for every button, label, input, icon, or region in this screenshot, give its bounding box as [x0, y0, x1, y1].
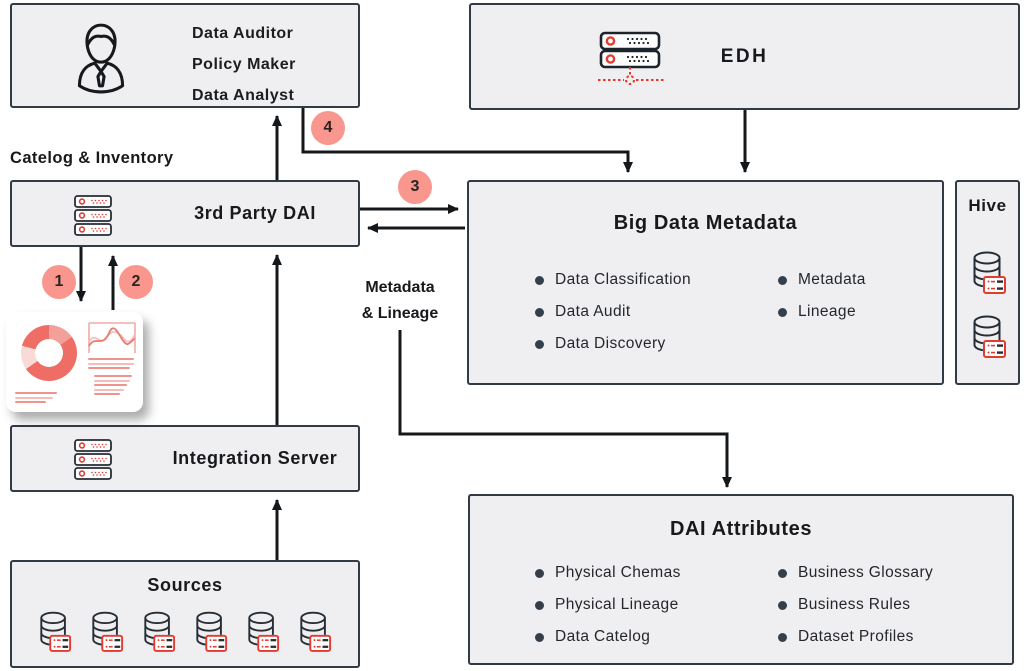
- third-party-dai-title: 3rd Party DAI: [194, 203, 316, 223]
- actors-box: Data Auditor Policy Maker Data Analyst: [10, 3, 360, 108]
- bullet-item: Data Catelog: [535, 624, 681, 650]
- step-badge-1: 1: [42, 265, 76, 299]
- analytics-dashboard-illustration: [6, 312, 143, 412]
- bullet-dot: [778, 568, 787, 578]
- edh-title: EDH: [720, 45, 769, 67]
- bullet-item: Metadata: [778, 267, 866, 293]
- bullet-dot: [778, 632, 787, 642]
- bullet-item: Lineage: [778, 299, 866, 325]
- integration-server-box: Integration Server: [10, 425, 360, 492]
- integration-server-title: Integration Server: [172, 448, 338, 468]
- text-line: [94, 388, 124, 391]
- hive-box: Hive: [955, 180, 1020, 385]
- bullet-item: Physical Lineage: [535, 592, 681, 618]
- actor-roles: Data Auditor Policy Maker Data Analyst: [192, 18, 296, 111]
- step-badge-2: 2: [119, 265, 153, 299]
- step-badge-4: 4: [311, 111, 345, 145]
- bullet-dot: [535, 339, 544, 349]
- hive-title: Hive: [968, 196, 1007, 215]
- bullet-item: Business Rules: [778, 592, 933, 618]
- step-badge-3: 3: [398, 170, 432, 204]
- text-line: [88, 358, 134, 360]
- edh-box: EDH: [469, 3, 1020, 110]
- text-line: [88, 362, 134, 365]
- source-databases: [12, 610, 358, 656]
- text-line: [15, 401, 46, 403]
- bullet-dot: [535, 307, 544, 317]
- bullet-item: Dataset Profiles: [778, 624, 933, 650]
- database-icon: [144, 611, 176, 652]
- bullet-dot: [535, 632, 544, 642]
- database-icon: [40, 611, 72, 652]
- arrow-actors-to-bdm: [301, 108, 633, 173]
- text-line: [94, 393, 120, 395]
- third-party-dai-box: 3rd Party DAI: [10, 180, 360, 247]
- server-stack-icon: [74, 439, 112, 480]
- server-cluster-icon: [598, 31, 664, 85]
- text-line: [88, 367, 130, 369]
- actor-role: Policy Maker: [192, 56, 296, 73]
- dai-attributes-title: DAI Attributes: [669, 518, 813, 540]
- database-icon: [248, 611, 280, 652]
- bullet-dot: [535, 568, 544, 578]
- catalog-inventory-label: Catelog & Inventory: [10, 149, 174, 167]
- line-chart-icon: [88, 322, 136, 353]
- database-icon: [92, 611, 124, 652]
- sources-title: Sources: [147, 575, 223, 595]
- actor-role: Data Analyst: [192, 87, 295, 104]
- bullet-item: Physical Chemas: [535, 560, 681, 586]
- bullet-item: Data Audit: [535, 299, 691, 325]
- text-line: [94, 375, 132, 377]
- database-icon: [973, 315, 1006, 358]
- dai-attributes-bullets-left: Physical Chemas Physical Lineage Data Ca…: [535, 560, 681, 656]
- sources-box: Sources: [10, 560, 360, 668]
- dai-attributes-box: DAI Attributes Physical Chemas Physical …: [468, 494, 1014, 665]
- metadata-lineage-label: Metadata & Lineage: [361, 279, 439, 322]
- bullet-item: Data Classification: [535, 267, 691, 293]
- text-line: [15, 396, 53, 399]
- actor-role: Data Auditor: [192, 25, 294, 42]
- user-icon: [77, 23, 125, 94]
- big-data-metadata-title: Big Data Metadata: [613, 212, 798, 234]
- big-data-metadata-bullets-right: Metadata Lineage: [778, 267, 866, 331]
- database-icon: [300, 611, 332, 652]
- database-icon: [973, 251, 1006, 294]
- database-icon: [196, 611, 228, 652]
- bullet-item: Business Glossary: [778, 560, 933, 586]
- text-line: [15, 392, 57, 394]
- bullet-dot: [778, 600, 787, 610]
- big-data-metadata-box: Big Data Metadata Data Classification Da…: [467, 180, 944, 385]
- server-stack-icon: [74, 195, 112, 236]
- bullet-dot: [778, 307, 787, 317]
- dai-attributes-bullets-right: Business Glossary Business Rules Dataset…: [778, 560, 933, 656]
- bullet-dot: [778, 275, 787, 285]
- bullet-dot: [535, 275, 544, 285]
- donut-chart-icon: [21, 325, 77, 381]
- bullet-dot: [535, 600, 544, 610]
- big-data-metadata-bullets-left: Data Classification Data Audit Data Disc…: [535, 267, 691, 363]
- text-line: [94, 384, 127, 386]
- text-line: [94, 379, 130, 382]
- bullet-item: Data Discovery: [535, 331, 691, 357]
